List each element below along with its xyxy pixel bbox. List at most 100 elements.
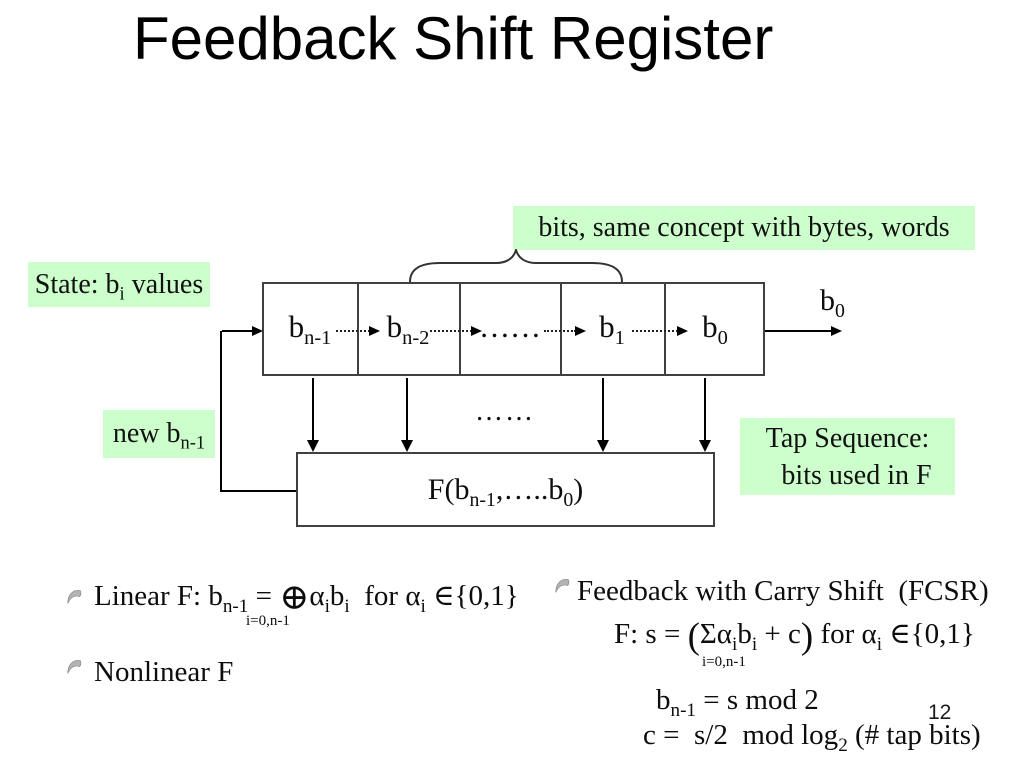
callout-state-text: State: bi values — [34, 268, 204, 304]
tap-line — [312, 378, 314, 440]
fcsr-mod-line: bn-1 = s mod 2 — [656, 684, 819, 720]
linear-sum-range: i=0,n-1 — [246, 613, 290, 629]
tap-ellipsis: …… — [475, 396, 535, 427]
linear-text: Linear F: b — [94, 580, 223, 612]
shift-dotted-line — [336, 330, 370, 332]
f-subscript: n-1 — [469, 488, 496, 511]
feedback-line — [220, 490, 298, 492]
tap-arrowhead-icon — [401, 440, 413, 452]
callout-state: State: bi values — [28, 262, 210, 307]
tap-line — [406, 378, 408, 440]
new-bit-base: new b — [112, 418, 181, 449]
state-text: State: b — [34, 268, 120, 300]
register-cell-label: …… — [479, 309, 541, 345]
fcsr-sum-range: i=0,n-1 — [702, 654, 746, 670]
fcsr-subscript-3: i — [876, 633, 883, 655]
linear-text-3: for α — [349, 580, 421, 612]
carry-text-2: (# tap bits) — [847, 719, 981, 751]
fcsr-subscript: i — [731, 633, 738, 655]
fcsr-sigma-alpha: Σα — [699, 618, 732, 650]
fcsr-set: ∈{0,1} — [882, 618, 975, 650]
feedback-arrowhead-icon — [252, 326, 263, 336]
linear-b: b — [329, 580, 345, 612]
cell-base: b — [702, 309, 718, 344]
state-subscript: i — [119, 283, 125, 304]
cell-divider — [357, 284, 359, 374]
carry-subscript: 2 — [838, 734, 848, 756]
fcsr-lparen: ( — [687, 616, 700, 657]
shift-arrowhead-icon — [677, 326, 688, 336]
output-line — [765, 330, 833, 332]
feedback-line — [222, 330, 254, 332]
fcsr-rparen: ) — [800, 616, 814, 657]
f-text-3: ) — [573, 472, 584, 506]
linear-subscript-4: i — [420, 595, 426, 617]
register-cell-label: b0 — [702, 309, 728, 348]
tap-arrowhead-icon — [307, 440, 319, 452]
brace-icon — [409, 249, 623, 283]
tap-arrowhead-icon — [699, 440, 711, 452]
f-text-2: ,…..b — [495, 472, 564, 506]
shift-register-box — [262, 282, 765, 376]
xor-sum-icon: ⊕ — [279, 577, 310, 617]
bullet-icon — [555, 579, 570, 593]
output-arrowhead-icon — [831, 326, 842, 336]
state-text-2: values — [124, 268, 204, 300]
cell-subscript: n-1 — [304, 327, 332, 350]
output-bit-label: b0 — [820, 284, 845, 321]
shift-dotted-line — [430, 330, 472, 332]
fcsr-heading: Feedback with Carry Shift (FCSR) — [577, 575, 989, 607]
slide-title: Feedback Shift Register — [133, 5, 774, 72]
register-cell-label: bn-1 — [288, 309, 332, 348]
shift-dotted-line — [632, 330, 678, 332]
f-box-label: F(bn-1,…..b0) — [427, 472, 584, 510]
mod-subscript: n-1 — [670, 699, 697, 721]
bullet-icon — [67, 590, 82, 604]
fcsr-text-3: for α — [813, 618, 877, 650]
cell-subscript: 1 — [614, 327, 625, 350]
linear-subscript-2: i — [324, 595, 330, 617]
fcsr-subscript-2: i — [751, 633, 758, 655]
new-bit-text: new bn-1 — [112, 418, 205, 452]
callout-bits-concept: bits, same concept with bytes, words — [513, 206, 975, 250]
output-subscript: 0 — [835, 300, 845, 322]
f-text: F(b — [427, 472, 470, 506]
bullet-icon — [67, 660, 82, 674]
carry-text: c = s/2 mod log — [643, 719, 839, 751]
mod-base: b — [656, 684, 671, 716]
cell-base: b — [386, 309, 403, 344]
cell-divider — [459, 284, 461, 374]
nonlinear-f-item: Nonlinear F — [94, 656, 234, 688]
fcsr-text: F: s = — [614, 618, 688, 650]
shift-arrowhead-icon — [575, 326, 586, 336]
shift-dotted-line — [544, 330, 576, 332]
tap-sequence-line1: Tap Sequence: — [765, 422, 930, 454]
fcsr-b: b — [737, 618, 752, 650]
register-cell-label: bn-2 — [386, 309, 430, 348]
cell-divider — [664, 284, 666, 374]
linear-subscript: n-1 — [222, 595, 249, 617]
fcsr-text-2: + c — [757, 618, 801, 650]
linear-set: ∈{0,1} — [425, 580, 519, 612]
fcsr-carry-line: c = s/2 mod log2 (# tap bits) — [643, 719, 981, 755]
cell-base: b — [288, 309, 305, 344]
callout-tap-sequence: Tap Sequence: bits used in F — [740, 418, 955, 495]
page-number: 12 — [928, 701, 952, 724]
register-cell-label: b1 — [599, 309, 625, 348]
linear-subscript-3: i — [344, 595, 350, 617]
cell-subscript: n-2 — [402, 327, 430, 350]
output-base: b — [820, 284, 835, 317]
callout-bits-text: bits, same concept with bytes, words — [538, 212, 950, 243]
f-subscript-2: 0 — [563, 488, 574, 511]
shift-arrowhead-icon — [369, 326, 380, 336]
feedback-function-box: F(bn-1,…..b0) — [296, 452, 715, 527]
shift-arrowhead-icon — [471, 326, 482, 336]
cell-base: b — [599, 309, 615, 344]
fcsr-formula: F: s = (Σαibi + c) for αi ∈{0,1} — [614, 616, 975, 655]
tap-line — [704, 378, 706, 440]
cell-base: …… — [479, 309, 541, 344]
linear-text-2: = — [248, 580, 280, 612]
tap-arrowhead-icon — [597, 440, 609, 452]
linear-f-formula: Linear F: bn-1 = ⊕αibi for αi ∈{0,1} — [94, 578, 519, 616]
